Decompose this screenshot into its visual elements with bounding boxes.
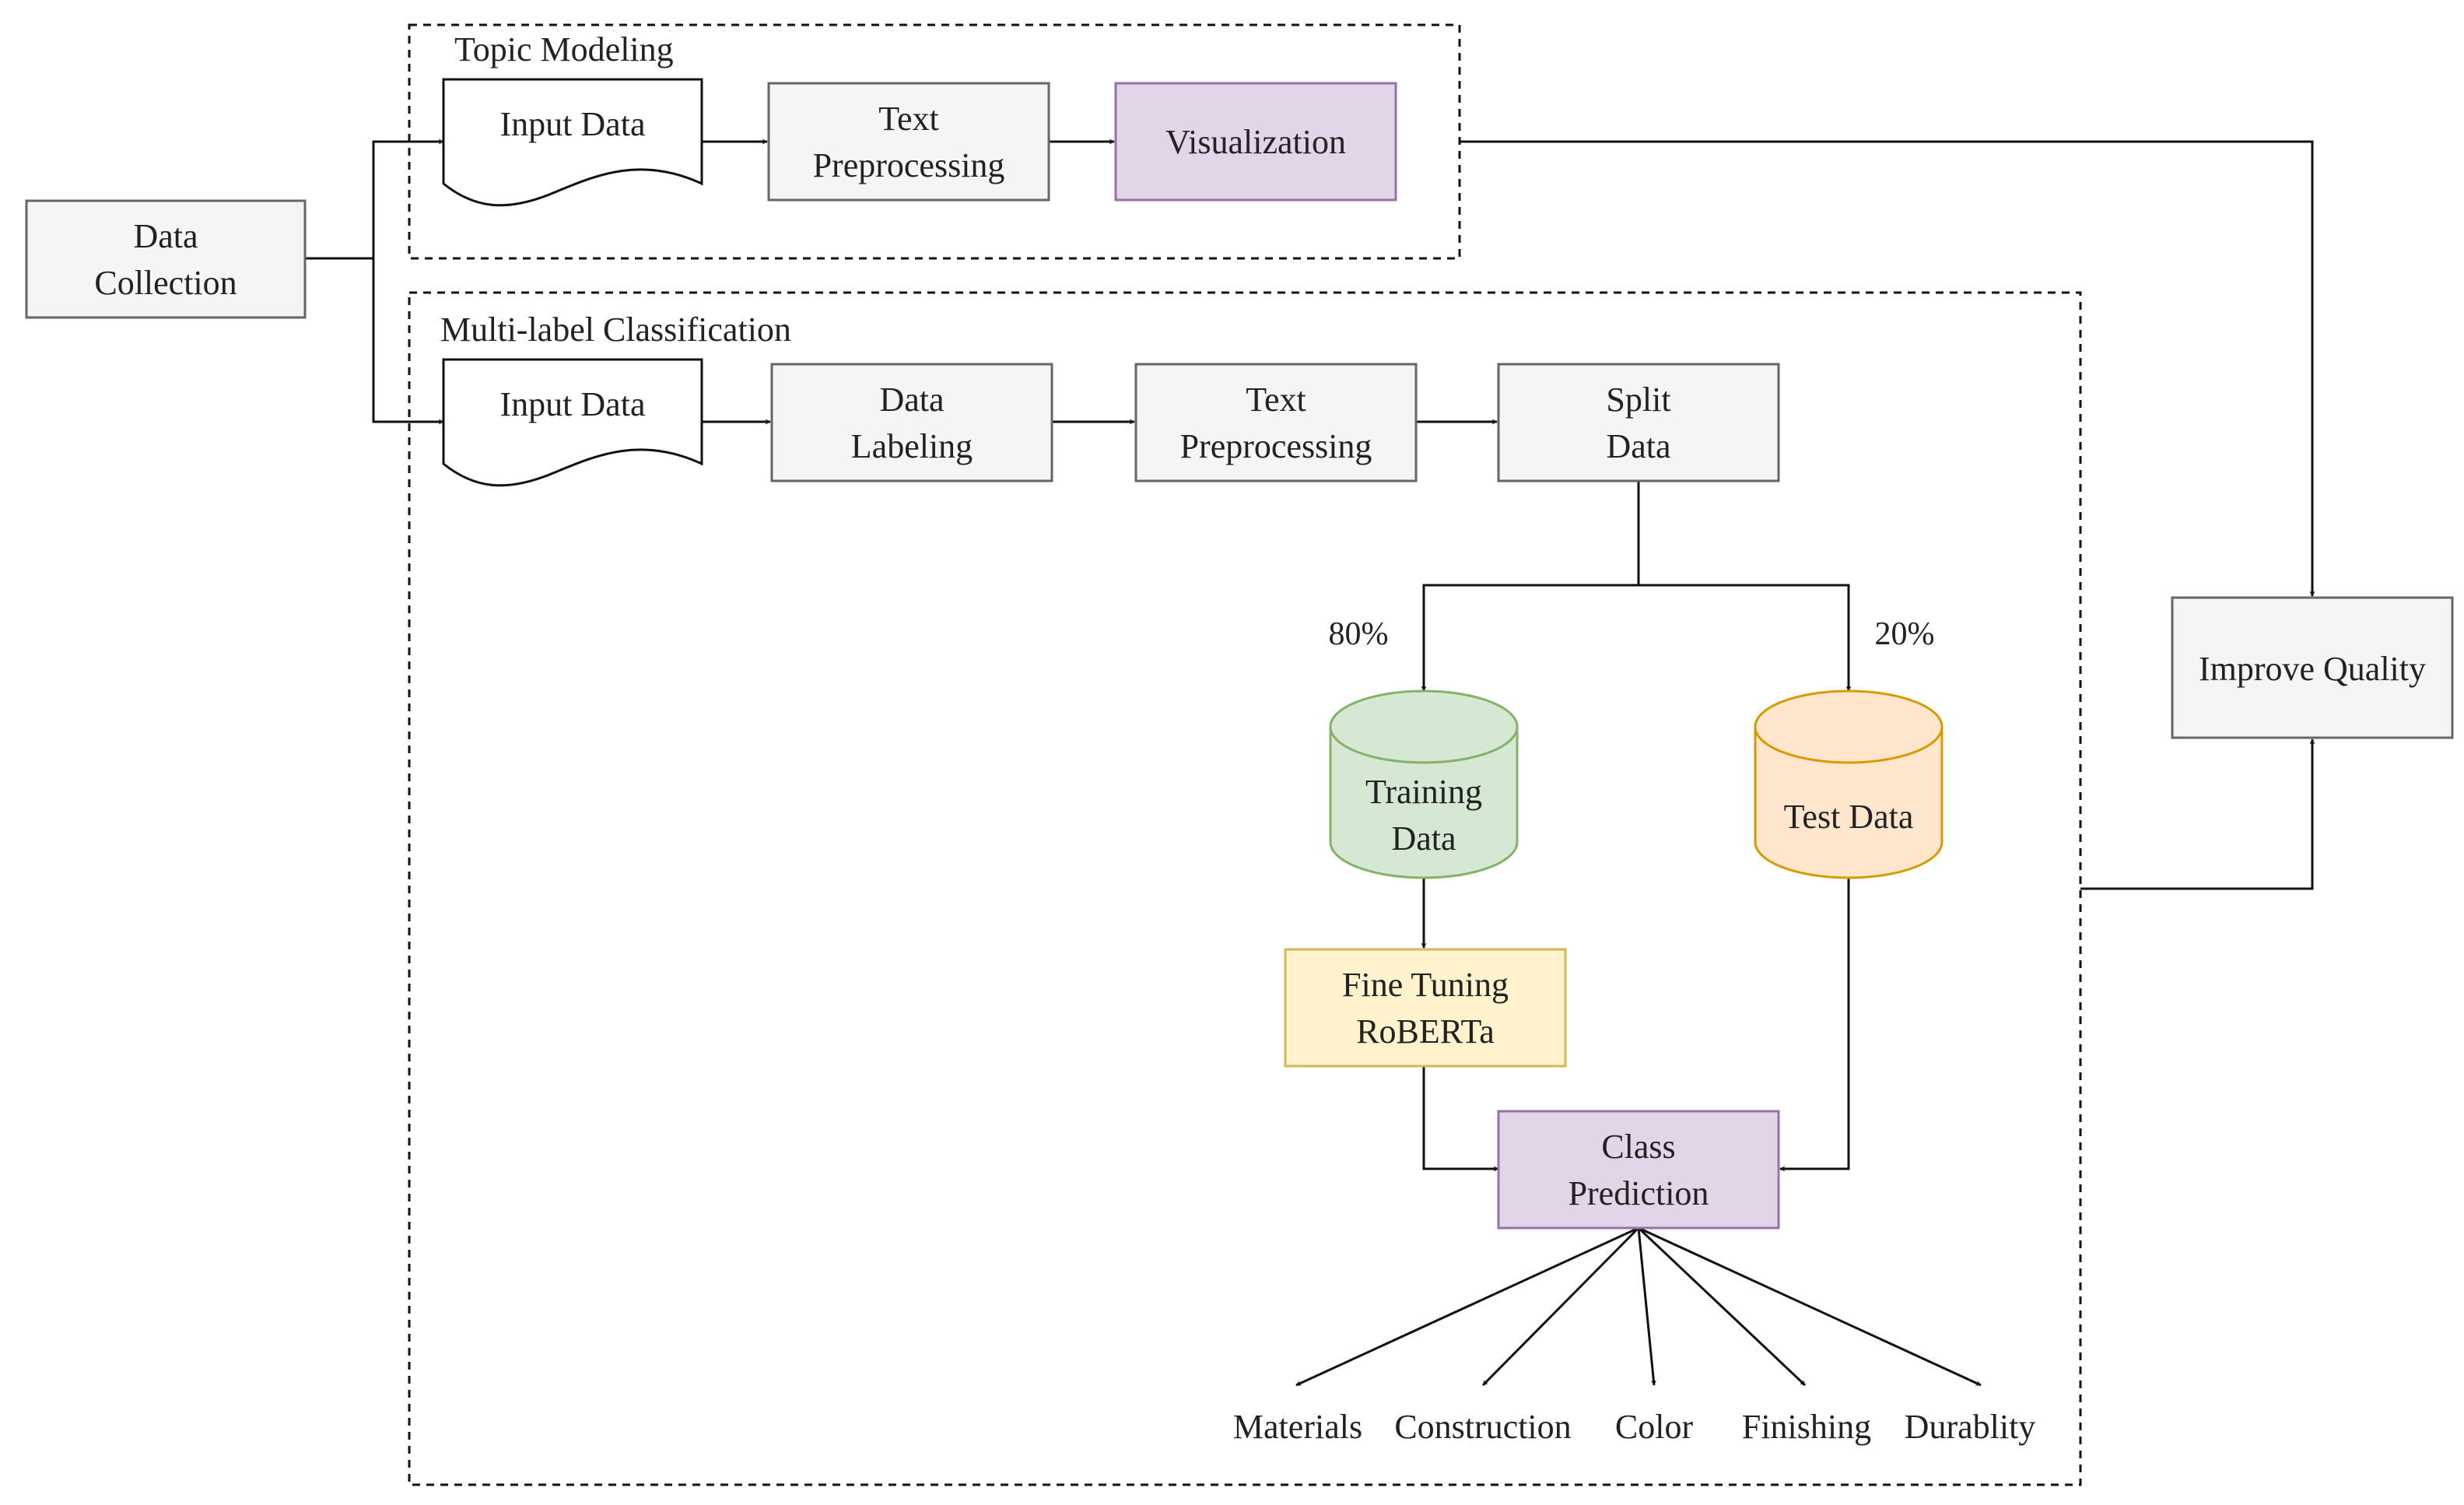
- class-prediction-label-2: Prediction: [1568, 1174, 1709, 1212]
- data-collection-label-1: Data: [133, 217, 198, 255]
- tm-input-data-node: Input Data: [442, 78, 703, 207]
- edge-to-materials: [1295, 1226, 1639, 1387]
- edge-to-tm-input: [372, 139, 444, 258]
- improve-quality-node: Improve Quality: [2171, 596, 2454, 739]
- class-label-color: Color: [1615, 1408, 1694, 1446]
- class-label-materials: Materials: [1233, 1408, 1362, 1446]
- edge-split-test: [1639, 584, 1852, 692]
- edge-visualization-improve: [1460, 140, 2315, 597]
- test-data-cylinder: Test Data: [1754, 689, 1944, 879]
- fine-tuning-node: Fine Tuning RoBERTa: [1284, 948, 1567, 1068]
- edge-split-train: [1421, 584, 1639, 692]
- edge-to-construction: [1481, 1226, 1640, 1387]
- edge-finetune-prediction: [1422, 1066, 1499, 1172]
- class-prediction-node: Class Prediction: [1497, 1110, 1780, 1230]
- connectors: [305, 139, 2315, 1172]
- data-labeling-node: Data Labeling: [770, 363, 1053, 482]
- edge-to-ml-input: [372, 258, 444, 425]
- class-fanout: [1295, 1226, 1982, 1387]
- split-data-node: Split Data: [1497, 363, 1780, 482]
- test-data-label: Test Data: [1784, 798, 1914, 836]
- class-prediction-label-1: Class: [1601, 1128, 1675, 1166]
- multi-label-title: Multi-label Classification: [440, 310, 791, 349]
- data-labeling-label-1: Data: [879, 381, 944, 419]
- edge-test-prediction: [1779, 878, 1850, 1172]
- tm-preprocessing-label-1: Text: [878, 100, 939, 138]
- multi-label-group: [408, 291, 2082, 1486]
- tm-preprocessing-label-2: Preprocessing: [813, 146, 1005, 184]
- tm-input-data-label: Input Data: [500, 105, 646, 143]
- tm-text-preprocessing-node: Text Preprocessing: [767, 82, 1050, 202]
- data-collection-node: Data Collection: [25, 199, 307, 319]
- improve-quality-label: Improve Quality: [2199, 650, 2426, 688]
- train-split-percent: 80%: [1329, 616, 1389, 652]
- split-data-label-2: Data: [1606, 427, 1670, 465]
- class-label-construction: Construction: [1394, 1408, 1571, 1446]
- training-data-label-1: Training: [1365, 773, 1482, 811]
- class-label-durability: Durablity: [1905, 1408, 2036, 1446]
- test-split-percent: 20%: [1875, 616, 1935, 652]
- data-labeling-label-2: Labeling: [851, 427, 973, 465]
- ml-input-data-label: Input Data: [500, 385, 646, 423]
- edge-to-color: [1637, 1227, 1656, 1386]
- visualization-node: Visualization: [1114, 82, 1397, 202]
- edge-to-durability: [1638, 1226, 1982, 1387]
- training-data-cylinder: Training Data: [1329, 689, 1519, 879]
- fine-tuning-label-1: Fine Tuning: [1342, 966, 1509, 1004]
- fine-tuning-label-2: RoBERTa: [1356, 1012, 1495, 1051]
- training-data-label-2: Data: [1391, 819, 1456, 858]
- ml-preprocessing-label-2: Preprocessing: [1180, 427, 1372, 465]
- class-label-finishing: Finishing: [1742, 1408, 1871, 1446]
- ml-preprocessing-label-1: Text: [1246, 381, 1306, 419]
- visualization-label: Visualization: [1165, 123, 1346, 161]
- split-data-label-1: Split: [1606, 381, 1670, 419]
- edge-multilabel-improve: [2080, 738, 2315, 890]
- ml-input-data-node: Input Data: [442, 358, 703, 487]
- ml-text-preprocessing-node: Text Preprocessing: [1134, 363, 1418, 482]
- data-collection-label-2: Collection: [94, 264, 237, 302]
- topic-modeling-title: Topic Modeling: [454, 30, 674, 68]
- edge-to-finishing: [1637, 1226, 1807, 1387]
